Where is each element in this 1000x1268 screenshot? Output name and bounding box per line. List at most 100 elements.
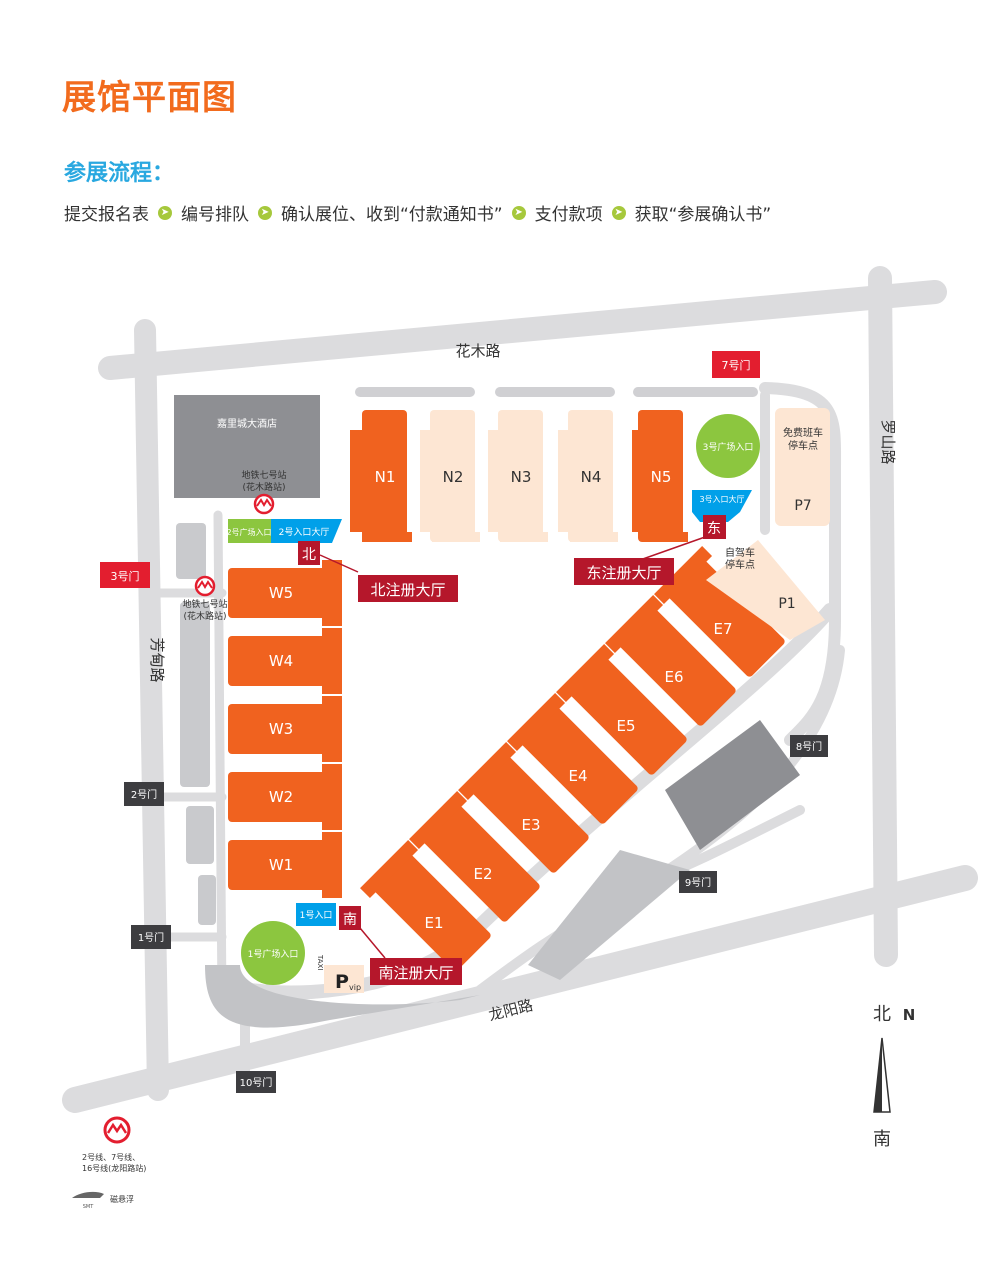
north-bars xyxy=(355,387,758,397)
south-reg-label: 南注册大厅 xyxy=(378,964,453,982)
hall-n4-label: N4 xyxy=(581,468,602,486)
north-reg-box xyxy=(358,575,458,602)
entrance3-label: 3号入口大厅 xyxy=(699,494,744,504)
hall-n4 xyxy=(568,410,613,542)
ramp-block-9 xyxy=(528,850,690,980)
hall-e6-label: E6 xyxy=(664,668,683,686)
arrow-right-icon: ➤ xyxy=(158,205,172,220)
plaza2-box xyxy=(228,519,271,543)
gate-9-box xyxy=(679,871,717,893)
plaza3-label: 3号广场入口 xyxy=(703,441,754,453)
ramp-block-8 xyxy=(665,720,800,850)
p7-title-2: 停车点 xyxy=(788,439,818,452)
p1-label: P1 xyxy=(778,596,795,612)
compass: 北 N 南 xyxy=(873,1004,915,1150)
plaza2-label: 2号广场入口 xyxy=(226,527,271,537)
plaza3-circle xyxy=(696,414,760,478)
process-title: 参展流程： xyxy=(64,161,175,186)
hall-e5-label: E5 xyxy=(616,717,635,735)
maglev-legend: 磁悬浮 xyxy=(110,1194,134,1204)
gate-3: 3号门 xyxy=(111,569,140,583)
hall-n2-label: N2 xyxy=(443,468,464,486)
west-strip-3 xyxy=(186,806,214,864)
hall-w2 xyxy=(228,772,340,822)
east-halls xyxy=(360,546,785,971)
hall-e1 xyxy=(360,840,491,971)
parking-p1 xyxy=(706,540,825,640)
west-strip-2 xyxy=(180,602,210,787)
gates: 7号门 3号门 2号门 1号门 8号门 9号门 10号门 xyxy=(100,351,828,1093)
gate-8: 8号门 xyxy=(796,740,822,753)
gate-1-box xyxy=(131,925,171,949)
compass-north-cn: 北 xyxy=(873,1004,891,1025)
parking-p7 xyxy=(775,408,830,526)
west-halls xyxy=(228,560,342,898)
hall-n2 xyxy=(430,410,475,542)
hall-n1 xyxy=(362,410,407,542)
road-west-label: 芳甸路 xyxy=(148,637,166,682)
hall-w1-label: W1 xyxy=(269,856,293,874)
metro-north-line-1: 地铁七号站 xyxy=(241,469,286,481)
arrow-right-icon: ➤ xyxy=(611,205,626,220)
roads xyxy=(62,266,978,1113)
gate-9: 9号门 xyxy=(685,876,711,889)
step-3: 确认展位、收到“付款通知书” xyxy=(281,205,503,225)
north-reg-label: 北注册大厅 xyxy=(370,581,445,599)
gate-10-box xyxy=(236,1071,276,1093)
p1-title-2: 停车点 xyxy=(725,558,755,571)
entrance1-label: 1号入口 xyxy=(300,910,333,921)
p7-label: P7 xyxy=(794,498,811,514)
road-east-label: 罗山路 xyxy=(879,419,897,464)
hall-e1-label: E1 xyxy=(424,914,443,932)
metro-west-line-1: 地铁七号站 xyxy=(182,598,227,610)
hall-e5 xyxy=(556,644,687,775)
east-reg-box xyxy=(574,558,674,585)
road-west xyxy=(134,319,169,1101)
entrance2-label: 2号入口大厅 xyxy=(279,526,330,538)
gate-2: 2号门 xyxy=(131,788,157,801)
metro-north-line-2: (花木路站) xyxy=(242,481,285,493)
hotel-label: 嘉里城大酒店 xyxy=(217,417,277,430)
step-4: 支付款项 xyxy=(534,205,603,225)
vip-parking xyxy=(324,965,364,993)
entrance1-box xyxy=(296,903,336,926)
north-halls xyxy=(350,410,688,542)
road-inner-west xyxy=(213,510,227,1005)
registration-halls: 北 北注册大厅 东 东注册大厅 南 南注册大厅 xyxy=(298,515,726,985)
hall-w3 xyxy=(228,704,340,754)
vip-text: vip xyxy=(349,983,361,992)
p7-title-1: 免费班车 xyxy=(783,426,823,439)
page-title: 展馆平面图 xyxy=(62,78,237,118)
plaza1-circle xyxy=(241,921,305,985)
gate-1: 1号门 xyxy=(138,931,164,944)
hall-w4 xyxy=(228,636,340,686)
plaza1-label: 1号广场入口 xyxy=(248,948,299,960)
metro-legend-line-2: 16号线(龙阳路站) xyxy=(82,1163,146,1173)
hall-e7-label: E7 xyxy=(713,620,732,638)
metro-west: 地铁七号站 (花木路站) xyxy=(182,575,228,622)
hall-n3-label: N3 xyxy=(511,468,532,486)
hall-e3-label: E3 xyxy=(521,816,540,834)
gate-7-box xyxy=(712,351,760,378)
east-hall-labels: E1 E2 E3 E4 E5 E6 E7 xyxy=(424,620,732,932)
north-reg-char-box xyxy=(298,541,320,565)
plazas: 2号广场入口 2号入口大厅 3号广场入口 3号入口大厅 1号广场入口 1号入口 xyxy=(226,414,760,985)
parking: 免费班车 停车点 P7 自驾车 停车点 P1 P vip TAXI xyxy=(316,408,830,993)
hall-w5 xyxy=(228,568,340,618)
gate-8-box xyxy=(790,735,828,757)
west-hall-labels: W5 W4 W3 W2 W1 xyxy=(269,584,293,874)
compass-north-en: N xyxy=(903,1006,916,1024)
entrance3-box xyxy=(692,490,752,522)
north-hall-labels: N1 N2 N3 N4 N5 xyxy=(375,468,672,486)
hall-w5-label: W5 xyxy=(269,584,293,602)
hall-n5 xyxy=(638,410,683,542)
hall-n3 xyxy=(498,410,543,542)
vip-p: P xyxy=(335,971,349,993)
road-south xyxy=(62,865,978,1113)
hall-w4-label: W4 xyxy=(269,652,293,670)
metro-legend-line-1: 2号线、7号线、 xyxy=(82,1152,140,1162)
hall-e4-label: E4 xyxy=(568,767,587,785)
metro-north: 地铁七号站 (花木路站) xyxy=(241,469,287,515)
south-reg-char: 南 xyxy=(343,912,357,928)
taxi-label: TAXI xyxy=(316,954,324,970)
